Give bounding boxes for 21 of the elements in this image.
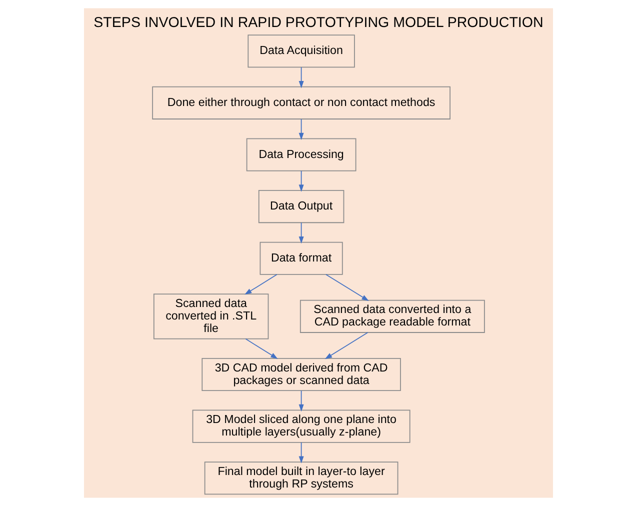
arrow (298, 170, 304, 192)
node-box: Final model built in layer-to layer through RP systems (204, 462, 398, 495)
node-box: Scanned data converted into a CAD package readable format (299, 300, 484, 333)
node-box: Data Acquisition (247, 34, 354, 68)
arrow (244, 338, 278, 359)
arrow (324, 332, 368, 360)
arrow (298, 390, 304, 412)
node-box: Data Processing (246, 138, 356, 172)
arrow (244, 274, 277, 295)
arrow (325, 274, 368, 301)
node-box: Data Output (258, 190, 344, 224)
node-box: Data format (259, 242, 342, 275)
arrow (298, 442, 304, 464)
diagram-title: STEPS INVOLVED IN RAPID PROTOTYPING MODEL PRODUCTION (93, 14, 543, 31)
node-box: Done either through contact or non contact methods (152, 86, 450, 120)
node-box: 3D Model sliced along one plane into multiple layers(usually z-plane) (192, 410, 410, 443)
arrow (298, 222, 304, 244)
arrow (298, 118, 304, 140)
node-box: Scanned data converted in .STL file (152, 294, 268, 340)
node-box: 3D CAD model derived from CAD packages or scanned data (201, 358, 400, 392)
arrow (298, 66, 304, 88)
